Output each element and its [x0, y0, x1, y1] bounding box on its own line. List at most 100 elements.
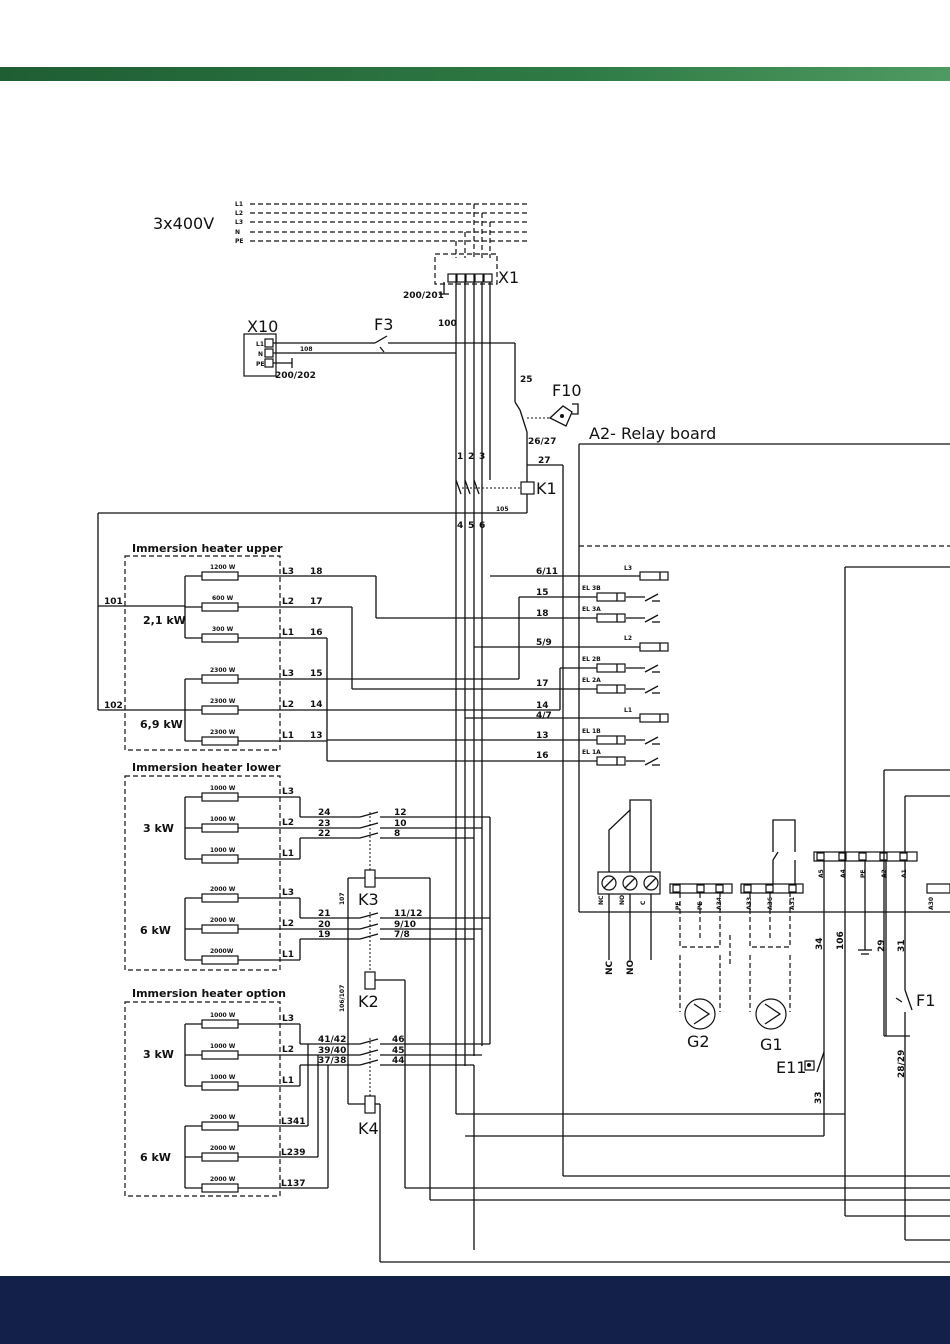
svg-text:L2: L2: [282, 1045, 294, 1055]
svg-text:9/10: 9/10: [394, 920, 416, 930]
terminal-x10: X10 L1 N PE 200/202 108: [243, 317, 456, 381]
svg-text:L1: L1: [256, 341, 264, 348]
phase-label-l2: L2: [235, 210, 243, 217]
svg-text:2000 W: 2000 W: [210, 917, 236, 924]
svg-text:108: 108: [300, 346, 313, 353]
svg-text:1000 W: 1000 W: [210, 816, 236, 823]
svg-text:6 kW: 6 kW: [140, 1151, 171, 1164]
svg-text:L2: L2: [282, 818, 294, 828]
svg-text:7/8: 7/8: [394, 930, 410, 940]
svg-text:2000 W: 2000 W: [210, 1145, 236, 1152]
heater-lower-title: Immersion heater lower: [132, 761, 281, 774]
svg-text:16: 16: [310, 628, 323, 638]
svg-text:46: 46: [392, 1035, 405, 1045]
svg-text:106/107: 106/107: [339, 985, 346, 1012]
board-connector-a: A5 A4 PE A2 A1 A30 34 106 29 31: [813, 566, 950, 1217]
svg-text:10: 10: [394, 819, 407, 829]
x1-label: X1: [498, 268, 519, 287]
svg-text:L239: L239: [281, 1148, 306, 1158]
svg-text:L3: L3: [624, 565, 632, 572]
svg-text:34: 34: [815, 937, 825, 950]
svg-text:6: 6: [479, 521, 485, 531]
svg-text:2000 W: 2000 W: [210, 1114, 236, 1121]
svg-text:17: 17: [536, 679, 549, 689]
svg-text:24: 24: [318, 808, 331, 818]
svg-text:20: 20: [318, 920, 331, 930]
heater-upper: Immersion heater upper 2,1 kW 6,9 kW 101…: [97, 513, 377, 761]
svg-text:L137: L137: [281, 1179, 306, 1189]
svg-text:21: 21: [318, 909, 331, 919]
svg-text:C: C: [640, 900, 647, 905]
svg-text:6/11: 6/11: [536, 567, 558, 577]
main-conductors: [455, 282, 491, 1114]
svg-text:28/29: 28/29: [897, 1050, 907, 1078]
svg-text:37/38: 37/38: [318, 1056, 346, 1066]
svg-text:14: 14: [310, 700, 323, 710]
svg-text:45: 45: [392, 1046, 405, 1056]
svg-text:A30: A30: [928, 897, 935, 910]
svg-text:EL 2A: EL 2A: [582, 677, 601, 684]
svg-text:2,1 kW: 2,1 kW: [143, 614, 186, 627]
svg-text:102: 102: [104, 701, 123, 711]
svg-text:L2: L2: [282, 700, 294, 710]
svg-text:L2: L2: [624, 635, 632, 642]
svg-text:A5: A5: [818, 869, 825, 878]
svg-text:PE: PE: [256, 361, 265, 368]
svg-text:41/42: 41/42: [318, 1035, 346, 1045]
svg-text:1: 1: [457, 452, 463, 462]
f3-label: F3: [374, 315, 393, 334]
svg-text:15: 15: [536, 588, 549, 598]
svg-text:1000 W: 1000 W: [210, 1043, 236, 1050]
svg-text:5/9: 5/9: [536, 638, 552, 648]
e11-label: E11: [776, 1058, 806, 1077]
svg-text:EL 2B: EL 2B: [582, 656, 601, 663]
svg-text:11/12: 11/12: [394, 909, 422, 919]
svg-text:14: 14: [536, 701, 549, 711]
contactor-k2: 11/12 9/10 7/8 K2 106/107: [339, 909, 950, 1189]
svg-text:26/27: 26/27: [528, 437, 556, 447]
svg-text:3 kW: 3 kW: [143, 822, 174, 835]
svg-text:107: 107: [339, 892, 346, 905]
svg-text:6,9 kW: 6,9 kW: [140, 718, 183, 731]
phase-label-n: N: [235, 229, 240, 236]
svg-text:L3: L3: [282, 567, 294, 577]
svg-text:4/7: 4/7: [536, 711, 552, 721]
svg-text:L1: L1: [282, 849, 294, 859]
pump-g1: A33 A36 A31 G1: [729, 819, 804, 1054]
svg-text:3: 3: [479, 452, 485, 462]
svg-text:L1: L1: [282, 1076, 294, 1086]
svg-text:29: 29: [877, 939, 887, 952]
supply-lines: L1 L2 L3 N PE: [235, 201, 528, 258]
heater-upper-title: Immersion heater upper: [132, 542, 283, 555]
svg-text:L3: L3: [282, 787, 294, 797]
svg-text:31: 31: [897, 939, 907, 952]
phase-label-l1: L1: [235, 201, 243, 208]
x1-ref: 200/201: [403, 291, 444, 301]
svg-text:EL 3B: EL 3B: [582, 585, 601, 592]
heater-e11: E11 33: [776, 1051, 825, 1104]
svg-text:4: 4: [457, 521, 463, 531]
svg-text:1000 W: 1000 W: [210, 1074, 236, 1081]
g2-label: G2: [687, 1032, 710, 1051]
svg-text:13: 13: [536, 731, 549, 741]
output-relay-nc-no-c: NC NO C NC NO: [597, 799, 661, 975]
svg-text:EL 1B: EL 1B: [582, 728, 601, 735]
k2-label: K2: [358, 992, 379, 1011]
svg-text:PE: PE: [860, 870, 867, 879]
svg-text:27: 27: [538, 456, 551, 466]
svg-text:A31: A31: [789, 897, 796, 910]
fuse-f1: F1 28/29: [895, 989, 950, 1241]
svg-text:101: 101: [104, 597, 123, 607]
svg-text:300 W: 300 W: [212, 626, 234, 633]
f1-label: F1: [916, 991, 935, 1010]
svg-text:L3: L3: [282, 669, 294, 679]
x10-label: X10: [247, 317, 278, 336]
svg-text:2300 W: 2300 W: [210, 729, 236, 736]
g1-label: G1: [760, 1035, 783, 1054]
svg-text:2: 2: [468, 452, 474, 462]
fuse-f3: F3 25: [370, 315, 533, 402]
heater-option: Immersion heater option 3 kW 6 kW 1000 W…: [124, 987, 360, 1197]
relay-board: A2- Relay board: [578, 424, 950, 913]
svg-text:L3: L3: [282, 1014, 294, 1024]
k3-label: K3: [358, 890, 379, 909]
